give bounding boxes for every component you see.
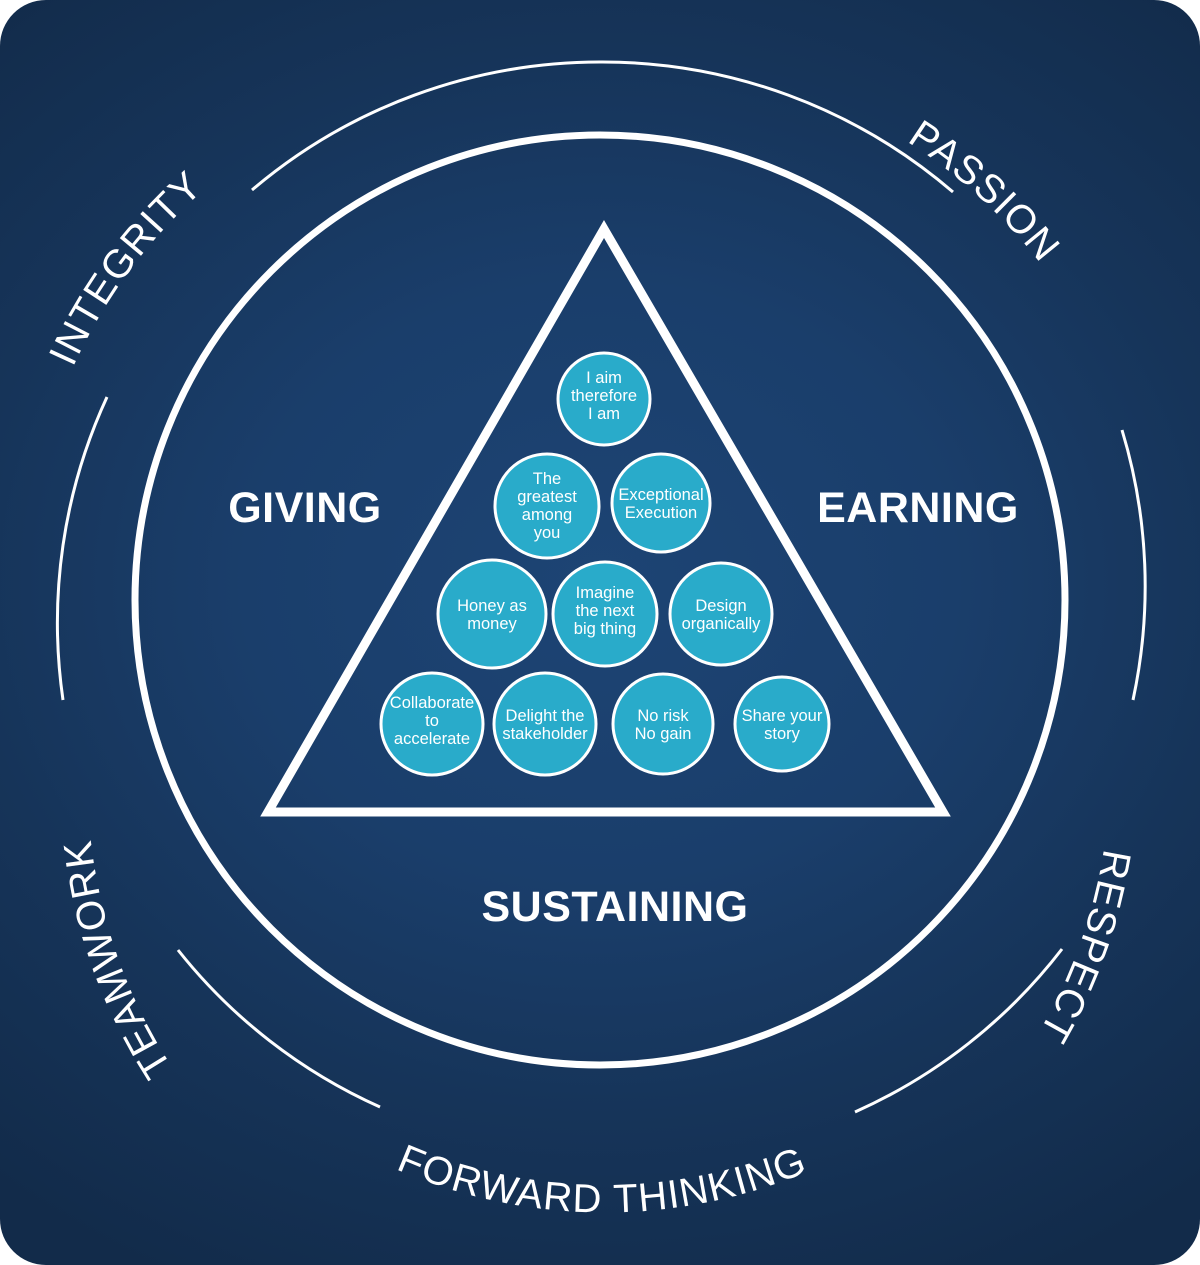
ring-label-passion: PASSION bbox=[901, 112, 1068, 270]
bubble-line: accelerate bbox=[394, 730, 470, 748]
bubble-circle[interactable] bbox=[551, 560, 659, 668]
outer-ring-segment-right bbox=[1120, 429, 1147, 701]
bubble-line: to bbox=[425, 712, 439, 730]
bubble-line: I am bbox=[588, 405, 620, 423]
bubble-circle[interactable] bbox=[556, 351, 652, 447]
bubble-exceptional-execution[interactable]: Exceptional Execution bbox=[610, 452, 712, 554]
bubble-circle[interactable] bbox=[610, 452, 712, 554]
bubble-line: story bbox=[764, 725, 801, 743]
outer-ring-segment-top-right bbox=[599, 60, 954, 194]
bubble-line: I aim bbox=[586, 369, 622, 387]
bubble-circle[interactable] bbox=[611, 672, 715, 776]
bubble-line: stakeholder bbox=[502, 725, 588, 743]
bubble-circle[interactable] bbox=[733, 675, 831, 773]
bubble-imagine-the-next-big-thing[interactable]: Imagine the next big thing bbox=[551, 560, 659, 668]
bubble-honey-as-money[interactable]: Honey as money bbox=[436, 558, 548, 670]
bubble-circle[interactable] bbox=[379, 671, 485, 777]
bubble-line: the next bbox=[576, 602, 635, 620]
bubble-line: organically bbox=[682, 615, 762, 633]
bubble-share-your-story[interactable]: Share your story bbox=[733, 675, 831, 773]
outer-ring-segment-left bbox=[55, 396, 109, 701]
bubble-delight-the-stakeholder[interactable]: Delight the stakeholder bbox=[492, 671, 598, 777]
bubble-row-2: The greatest among you Exceptional Execu… bbox=[493, 452, 712, 560]
ring-label-respect: RESPECT bbox=[1031, 847, 1139, 1051]
pyramid-triangle bbox=[260, 220, 951, 817]
bubble-collaborate-to-accelerate[interactable]: Collaborate to accelerate bbox=[379, 671, 485, 777]
outer-ring-segment-bottom-left bbox=[176, 949, 381, 1109]
ring-label-integrity: INTEGRITY bbox=[41, 163, 211, 372]
bubble-line: therefore bbox=[571, 387, 637, 405]
bubble-the-greatest-among-you[interactable]: The greatest among you bbox=[493, 452, 601, 560]
bubble-line: big thing bbox=[574, 620, 636, 638]
bubble-line: Design bbox=[695, 597, 746, 615]
ring-label-teamwork: TEAMWORK bbox=[56, 837, 180, 1086]
pillar-label-earning: EARNING bbox=[817, 484, 1019, 532]
bubble-circle[interactable] bbox=[493, 452, 601, 560]
bubble-line: greatest bbox=[517, 488, 577, 506]
bubble-line: Honey as bbox=[457, 597, 527, 615]
pillar-label-giving: GIVING bbox=[228, 484, 382, 532]
bubble-row-1: I aim therefore I am bbox=[556, 351, 652, 447]
bubble-circle[interactable] bbox=[492, 671, 598, 777]
bubble-line: money bbox=[467, 615, 517, 633]
bubble-line: Execution bbox=[625, 504, 697, 522]
bubble-line: The bbox=[533, 470, 561, 488]
bubble-line: No gain bbox=[635, 725, 692, 743]
bubble-line: Exceptional bbox=[618, 486, 703, 504]
bubble-line: among bbox=[522, 506, 572, 524]
inner-circle bbox=[131, 131, 1069, 1069]
bubble-line: Imagine bbox=[576, 584, 635, 602]
outer-ring-segment-bottom-right bbox=[854, 948, 1064, 1114]
bubble-no-risk-no-gain[interactable]: No risk No gain bbox=[611, 672, 715, 776]
bubble-row-3: Honey as money Imagine the next big thin… bbox=[436, 558, 774, 670]
bubble-line: Share your bbox=[742, 707, 823, 725]
bubble-line: No risk bbox=[637, 707, 689, 725]
bubble-line: you bbox=[534, 524, 561, 542]
ring-label-forward-thinking: FORWARD THINKING bbox=[392, 1137, 813, 1222]
outer-ring-segment-top-left bbox=[251, 60, 601, 192]
bubble-row-4: Collaborate to accelerate Delight the st… bbox=[379, 671, 831, 777]
outer-ring bbox=[55, 60, 1147, 1114]
bubble-line: Collaborate bbox=[390, 694, 474, 712]
bubble-line: Delight the bbox=[506, 707, 585, 725]
pillar-label-sustaining: SUSTAINING bbox=[482, 883, 749, 931]
bubble-i-aim-therefore-i-am[interactable]: I aim therefore I am bbox=[556, 351, 652, 447]
bubble-circle[interactable] bbox=[668, 561, 774, 667]
bubble-design-organically[interactable]: Design organically bbox=[668, 561, 774, 667]
bubble-circle[interactable] bbox=[436, 558, 548, 670]
